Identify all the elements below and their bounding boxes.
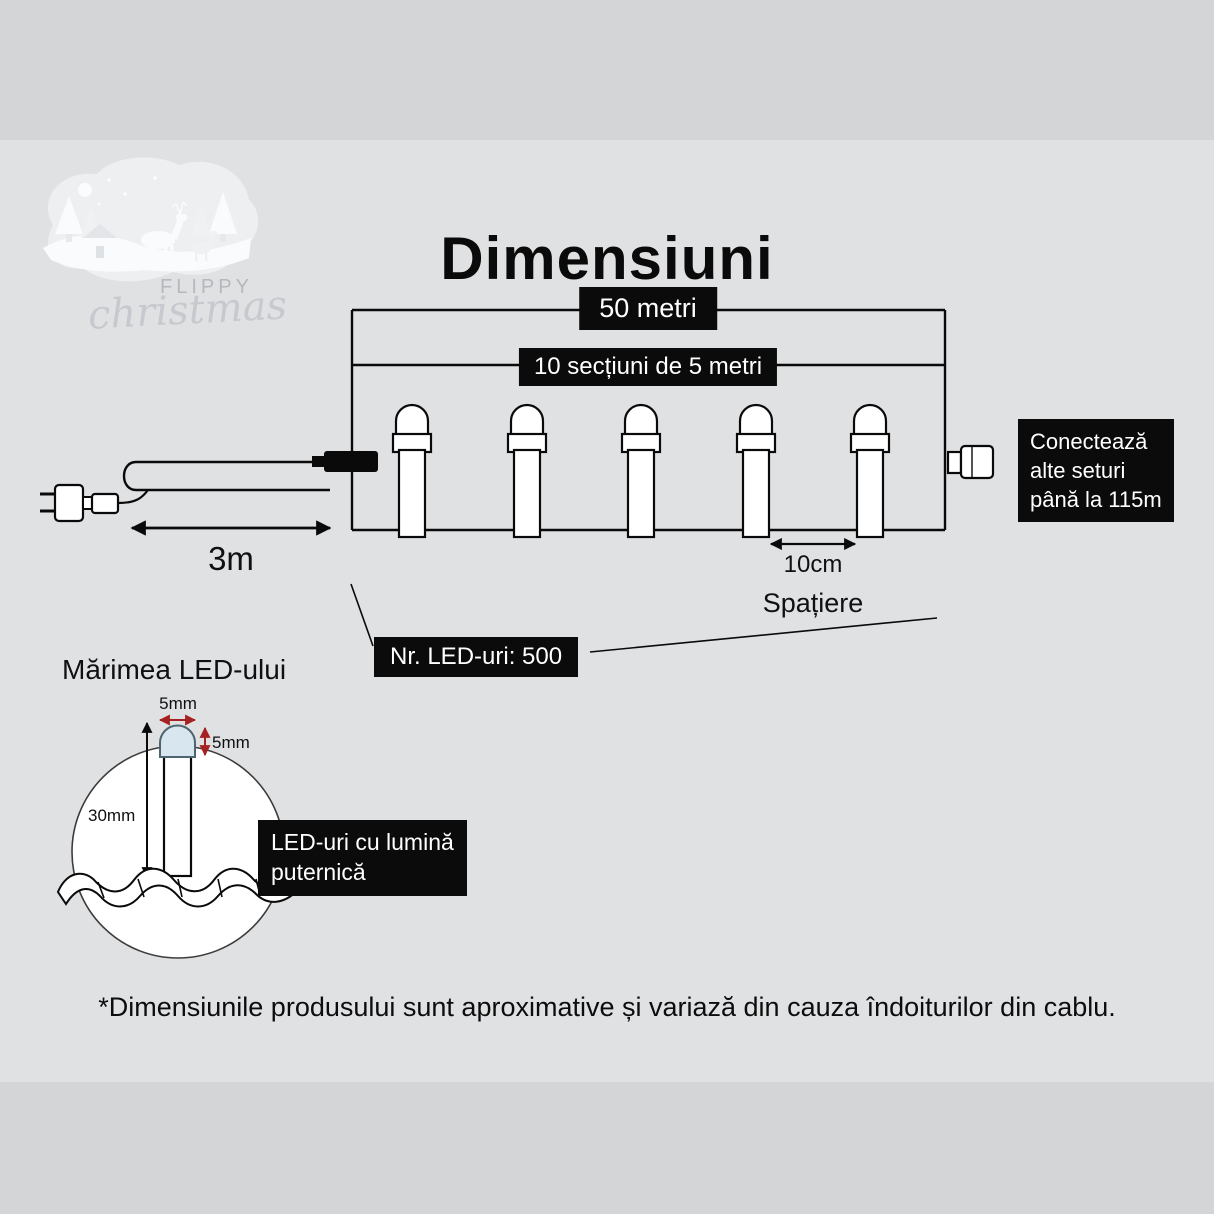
bulb-width-text: 5mm: [159, 694, 197, 713]
led-length-text: 30mm: [88, 806, 136, 825]
lead-length-text: 3m: [208, 540, 254, 577]
winter-scene-logo-icon: [43, 157, 259, 282]
bulb-height-text: 5mm: [212, 733, 250, 752]
spacing-word-text: Spațiere: [762, 588, 864, 618]
connect-sets-label: Conectează alte seturi până la 115m: [1018, 419, 1174, 523]
spacing-value-text: 10cm: [783, 551, 843, 578]
disclaimer-footnote: *Dimensiunile produsului sunt aproximati…: [98, 992, 1116, 1022]
logo-brand-text: FLIPPY: [160, 276, 253, 298]
sections-label: 10 secțiuni de 5 metri: [518, 348, 778, 386]
small-deer-silhouette-icon: [191, 231, 217, 261]
total-length-label: 50 metri: [579, 287, 717, 330]
led-count-label: Nr. LED-uri: 500: [374, 637, 579, 677]
page-title: Dimensiuni: [440, 225, 774, 293]
bright-led-callout: LED-uri cu lumină puternică: [258, 820, 467, 896]
led-size-section-title: Mărimea LED-ului: [62, 654, 287, 685]
deer-silhouette-icon: [141, 214, 187, 260]
